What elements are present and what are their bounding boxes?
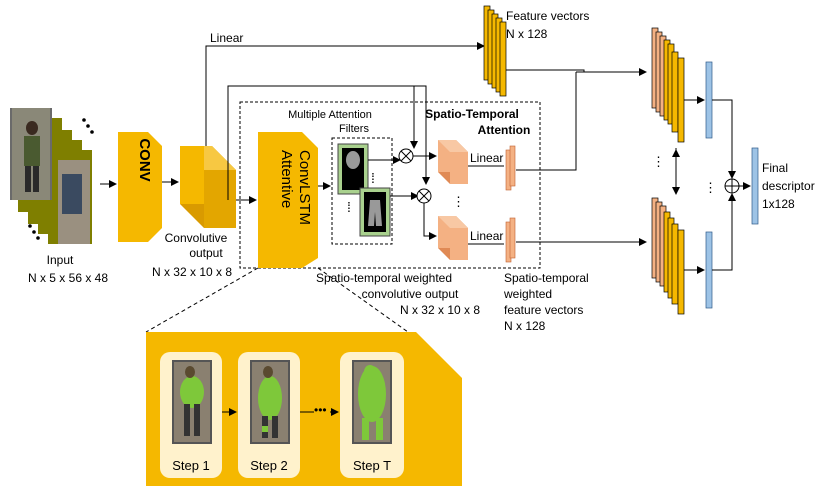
conv-output-cube — [180, 146, 236, 228]
step-card-2 — [238, 352, 300, 478]
weighted-feat-line2: weighted — [503, 287, 552, 301]
feature-vectors-line1: Feature vectors — [506, 9, 589, 23]
conv-block — [118, 132, 162, 242]
final-line2: descriptor — [762, 179, 815, 193]
attentive-line2: ConvLSTM — [296, 150, 313, 225]
zoom-line-left — [145, 267, 259, 333]
zoom-line-right — [317, 267, 409, 333]
final-line3: 1x128 — [762, 197, 795, 211]
multiply-node-1 — [398, 148, 414, 164]
step-label-T: Step T — [353, 458, 391, 473]
linear-top-path — [205, 42, 485, 146]
weighted-cube-1 — [438, 140, 468, 184]
weighted-feat-line3: feature vectors — [504, 303, 583, 317]
cube-dots: ⋮ — [452, 194, 465, 209]
pooled-vector-top — [705, 61, 713, 139]
filters-line1: Multiple Attention — [288, 109, 372, 121]
right-stack-top — [651, 27, 685, 143]
input-shape: N x 5 x 56 x 48 — [28, 271, 108, 285]
linear-2-label: Linear — [470, 229, 503, 243]
final-line1: Final — [762, 161, 788, 175]
step-card-1 — [160, 352, 222, 478]
conv-output-line1: Convolutive — [165, 231, 228, 245]
step-label-2: Step 2 — [250, 458, 288, 473]
right-stack-dots: ⋮ — [652, 154, 665, 169]
filters-box — [331, 137, 393, 245]
weighted-cube-2 — [438, 216, 468, 260]
filters-line2: Filters — [339, 123, 369, 135]
input-frames — [10, 108, 94, 244]
multiply-node-2 — [416, 188, 432, 204]
step-label-1: Step 1 — [172, 458, 210, 473]
stam-title-line2: Attention — [478, 123, 531, 137]
sum-node — [724, 178, 740, 194]
input-label: Input — [47, 253, 74, 267]
feedback-path-1 — [227, 85, 418, 200]
pooled-dots: ⋮ — [704, 180, 717, 195]
conv-output-shape: N x 32 x 10 x 8 — [152, 265, 232, 279]
conv-label: CONV — [136, 138, 153, 181]
weighted-conv-line1: Spatio-temporal weighted — [316, 271, 452, 285]
weighted-feature-bars-1 — [505, 145, 516, 191]
weighted-feature-bars-2 — [505, 217, 516, 263]
final-descriptor-vector — [751, 147, 759, 225]
linear-top-label: Linear — [210, 31, 243, 45]
attentive-line1: Attentive — [278, 150, 295, 208]
attentive-convlstm-block — [258, 132, 318, 268]
pooled-vector-bottom — [705, 231, 713, 309]
weighted-feat-line1: Spatio-temporal — [504, 271, 589, 285]
filters-dots-1: ⁞ — [371, 170, 375, 186]
feature-vectors-line2: N x 128 — [506, 27, 548, 41]
steps-ellipsis: ••• — [314, 403, 327, 417]
weighted-conv-line3: N x 32 x 10 x 8 — [400, 303, 480, 317]
linear-1-label: Linear — [470, 151, 503, 165]
feedback-path-2 — [414, 85, 430, 185]
filters-dots-2: ⁞ — [347, 199, 351, 215]
stam-title-line1: Spatio-Temporal — [425, 107, 519, 121]
stam-box — [239, 101, 541, 269]
conv-output-line2: output — [189, 246, 223, 260]
step-card-T — [340, 352, 404, 478]
right-stack-bottom — [651, 197, 685, 315]
feature-vectors-stack — [483, 5, 507, 97]
weighted-feat-line4: N x 128 — [504, 319, 546, 333]
weighted-conv-line2: convolutive output — [362, 287, 459, 301]
